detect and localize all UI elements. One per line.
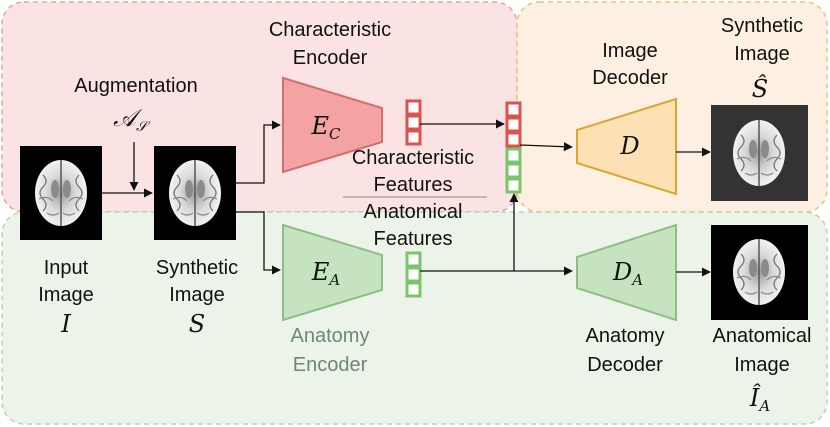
- char-features-label-line2: Features: [374, 174, 453, 196]
- input-image-label-line1: Input: [44, 257, 89, 279]
- char-encoder-label-line1: Characteristic: [269, 19, 391, 41]
- image-decoder-label-line1: Image: [602, 40, 658, 62]
- image-decoder-symbol: D: [619, 132, 639, 160]
- synthetic-image-label-line1: Synthetic: [156, 257, 238, 279]
- anat-decoder-label-line2: Decoder: [587, 354, 663, 376]
- synthetic-image: [154, 146, 236, 240]
- anatomical-feature-vector: [405, 251, 422, 298]
- characteristic-encoder: [282, 76, 383, 174]
- combined-feature-vector: [505, 101, 522, 194]
- anat-decoder-symbol: DA: [612, 258, 643, 289]
- synthetic-to-anat-encoder-arrow: [236, 211, 281, 275]
- synthetic-to-char-encoder-arrow: [236, 120, 281, 184]
- char-features-label-line1: Characteristic: [352, 147, 474, 169]
- synthetic-image-symbol: S: [189, 310, 205, 338]
- anat-encoder-label-line2: Encoder: [293, 354, 368, 376]
- anat-decoder-label-line1: Anatomy: [586, 325, 665, 347]
- augmentation-label: Augmentation: [74, 75, 197, 97]
- image-decoder-label-line2: Decoder: [592, 67, 668, 89]
- anat-encoder-label-line1: Anatomy: [291, 325, 370, 347]
- anat-encoder-symbol: EA: [311, 258, 341, 289]
- image-decoder: [576, 97, 677, 196]
- char-encoder-symbol: EC: [310, 112, 341, 143]
- synthetic-output-image: [711, 105, 808, 201]
- anatomy-encoder: [282, 223, 383, 322]
- synthetic-image-label-line2: Image: [169, 284, 225, 306]
- anatomical-output-label-line2: Image: [734, 354, 790, 376]
- input-image: [20, 146, 102, 240]
- anatomical-output-image: [711, 225, 808, 320]
- anatomy-decoder: [576, 223, 677, 322]
- combined-to-image-decoder-arrow: [519, 142, 573, 152]
- anat-features-label-line2: Features: [374, 228, 453, 250]
- anat-features-label-line1: Anatomical: [364, 201, 463, 223]
- char-encoder-label-line2: Encoder: [293, 47, 368, 69]
- anatomical-output-symbol: ÎA: [749, 383, 770, 415]
- anatomical-output-label-line1: Anatomical: [713, 325, 812, 347]
- synthetic-output-label-line2: Image: [734, 43, 790, 65]
- input-image-symbol: I: [60, 310, 71, 338]
- input-image-label-line2: Image: [38, 284, 94, 306]
- synthetic-output-label-line1: Synthetic: [721, 15, 803, 37]
- characteristic-feature-vector: [405, 99, 422, 146]
- synthetic-output-symbol: Ŝ: [752, 74, 768, 103]
